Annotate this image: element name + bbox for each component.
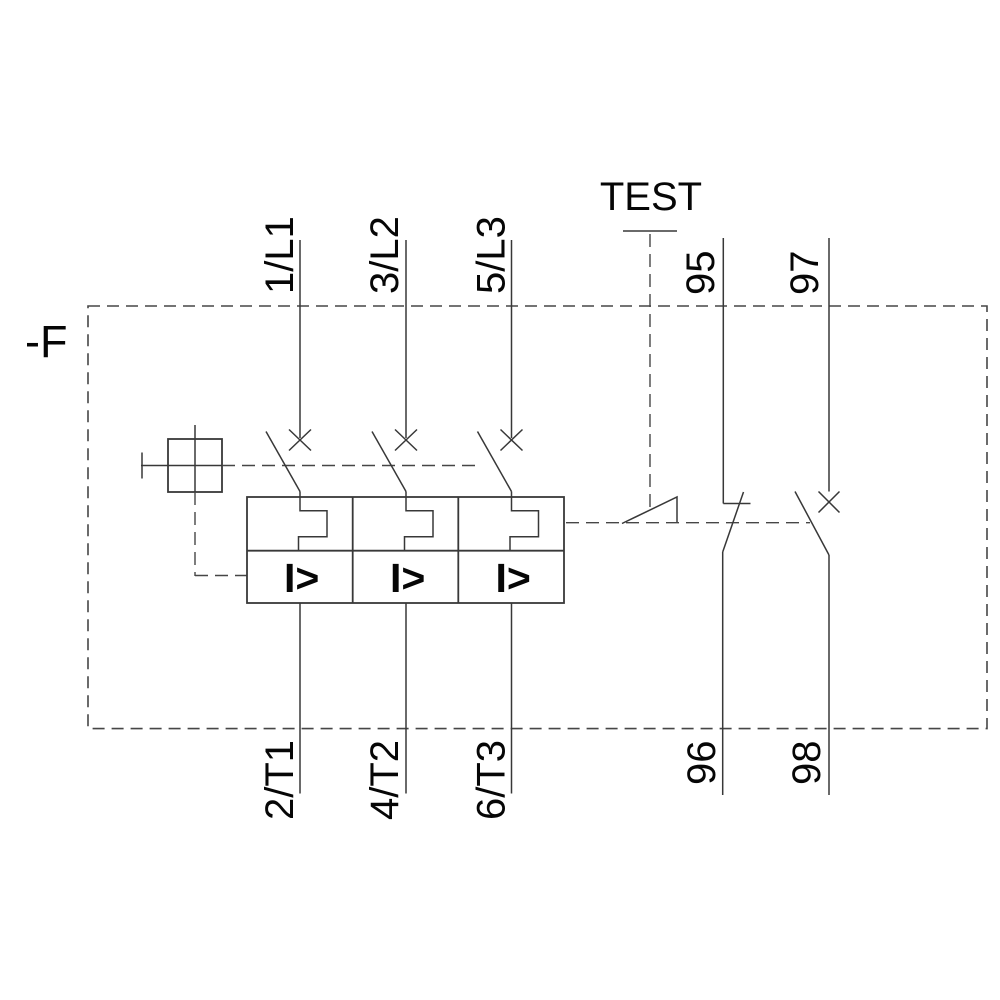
pole-3-output-terminal-label: 6/T3 <box>470 740 514 820</box>
test-trip-triangle <box>621 495 678 525</box>
aux-nc-top-terminal-label: 95 <box>679 251 723 296</box>
test-label: TEST <box>600 175 702 219</box>
pole-1-breaker-x-icon <box>288 428 312 452</box>
pole-2-release-hook <box>403 491 434 551</box>
aux-contact-no-97-98: 97 98 <box>783 238 841 795</box>
pole-3: 5/L3 6/T3 <box>470 216 540 820</box>
pole-3-switch-lever <box>476 431 513 492</box>
aux-nc-contact-blade <box>721 491 745 553</box>
pole-1: 1/L1 2/T1 <box>258 216 328 820</box>
manual-actuator-symbol <box>141 425 481 577</box>
aux-no-breaker-x-icon <box>817 490 841 514</box>
overload-symbol-1: I> <box>284 555 319 601</box>
pole-1-output-terminal-label: 2/T1 <box>258 740 302 820</box>
pole-2-breaker-x-icon <box>394 428 418 452</box>
pole-1-input-terminal-label: 1/L1 <box>258 216 302 294</box>
overload-release-block: I> I> I> <box>246 496 565 604</box>
pole-1-release-hook <box>297 491 328 551</box>
pole-2-switch-lever <box>371 431 407 492</box>
pole-2: 3/L2 4/T2 <box>363 216 434 820</box>
pole-3-release-hook <box>509 491 540 551</box>
pole-2-input-terminal-label: 3/L2 <box>363 216 407 294</box>
pole-3-breaker-x-icon <box>499 428 524 452</box>
pole-3-input-terminal-label: 5/L3 <box>470 216 514 294</box>
pole-1-switch-lever <box>265 431 301 492</box>
aux-no-top-terminal-label: 97 <box>783 251 827 296</box>
enclosure-dashed-border <box>87 305 988 730</box>
device-designation-label: -F <box>25 316 67 367</box>
aux-no-contact-blade <box>794 491 830 556</box>
aux-contact-nc-95-96: 95 96 <box>679 238 751 795</box>
aux-no-bottom-terminal-label: 98 <box>785 741 829 786</box>
test-actuator-symbol: TEST <box>600 175 702 525</box>
aux-nc-bottom-terminal-label: 96 <box>680 741 724 786</box>
overload-symbol-2: I> <box>390 555 425 601</box>
pole-2-output-terminal-label: 4/T2 <box>363 740 407 820</box>
overload-symbol-3: I> <box>496 555 531 601</box>
